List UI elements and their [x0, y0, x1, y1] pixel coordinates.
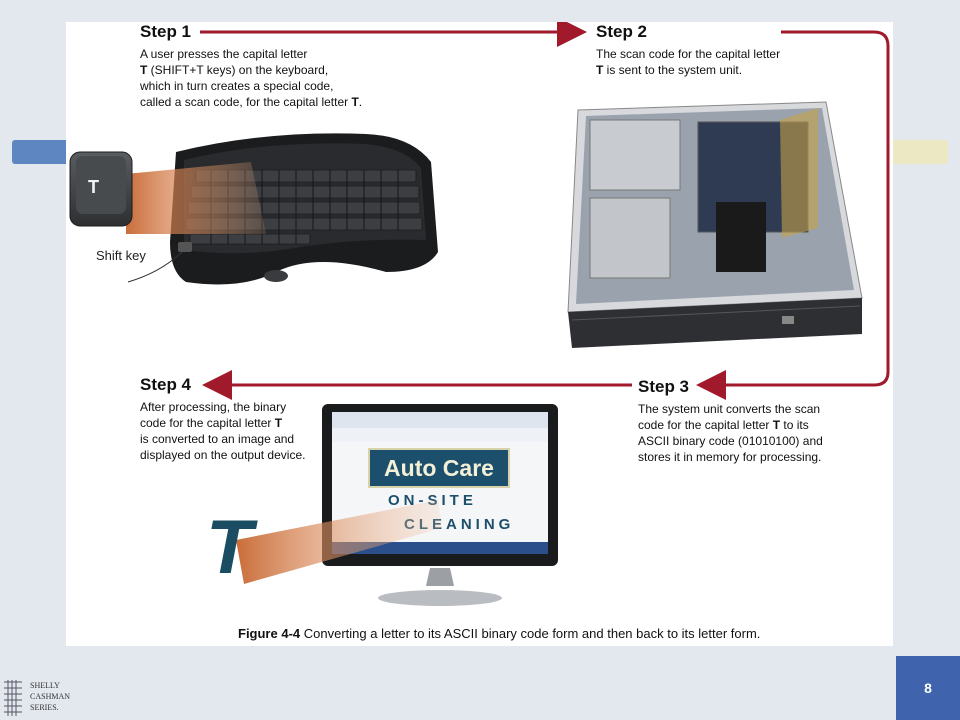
step-line: stores it in memory for processing.: [638, 450, 822, 464]
figure-caption: Figure 4-4 Converting a letter to its AS…: [238, 626, 898, 641]
step3-text: The system unit converts the scan code fo…: [638, 401, 868, 465]
big-letter-t: T: [206, 505, 253, 590]
step-line: displayed on the output device.: [140, 448, 306, 462]
step-line: is converted to an image and: [140, 432, 295, 446]
step-line: code for the capital letter T to its: [638, 418, 809, 432]
logo-line-1: SHELLY: [30, 681, 60, 690]
step-line: A user presses the capital letter: [140, 47, 308, 61]
step-line: After processing, the binary: [140, 400, 287, 414]
step-line: T (SHIFT+T keys) on the keyboard,: [140, 63, 329, 77]
step1-title: Step 1: [140, 22, 192, 41]
step-line: which in turn creates a special code,: [140, 79, 334, 93]
logo-text: SHELLY CASHMAN SERIES.: [30, 680, 70, 713]
left-accent-band: [12, 140, 72, 164]
output-beam: [236, 500, 442, 584]
figure-number: Figure 4-4: [238, 626, 301, 641]
flow-arrows: [200, 22, 890, 400]
figure-slide: Step 1 A user presses the capital letter…: [66, 22, 893, 646]
step-line: called a scan code, for the capital lett…: [140, 95, 363, 109]
arrow-step2-to-step3: [696, 30, 890, 400]
logo-line-3: SERIES.: [30, 703, 59, 712]
step4-text: After processing, the binary code for the…: [140, 399, 350, 463]
page-number: 8: [896, 656, 960, 720]
sign-line-1: ON-SITE: [388, 492, 477, 509]
step-line: code for the capital letter T: [140, 416, 283, 430]
step-line: The system unit converts the scan: [638, 402, 821, 416]
step2-title: Step 2: [596, 22, 648, 41]
sign-title: Auto Care: [368, 448, 510, 488]
keyboard-illustration: [69, 133, 438, 285]
step4-title: Step 4: [140, 375, 192, 394]
right-accent-band: [890, 140, 948, 164]
shelly-cashman-logo: [4, 680, 22, 716]
step3-title: Step 3: [638, 377, 690, 396]
step-line: T is sent to the system unit.: [596, 63, 743, 77]
step-line: ASCII binary code (01010100) and: [638, 434, 823, 448]
keycap-letter: T: [88, 177, 99, 197]
logo-line-2: CASHMAN: [30, 692, 71, 701]
step1-text: A user presses the capital letter T (SHIF…: [140, 46, 400, 110]
shift-key-label: Shift key: [96, 248, 146, 263]
step2-text: The scan code for the capital letter T is…: [596, 46, 836, 78]
step-line: The scan code for the capital letter: [596, 47, 781, 61]
figure-caption-text: Converting a letter to its ASCII binary …: [303, 626, 761, 641]
system-unit-illustration: [567, 101, 863, 348]
